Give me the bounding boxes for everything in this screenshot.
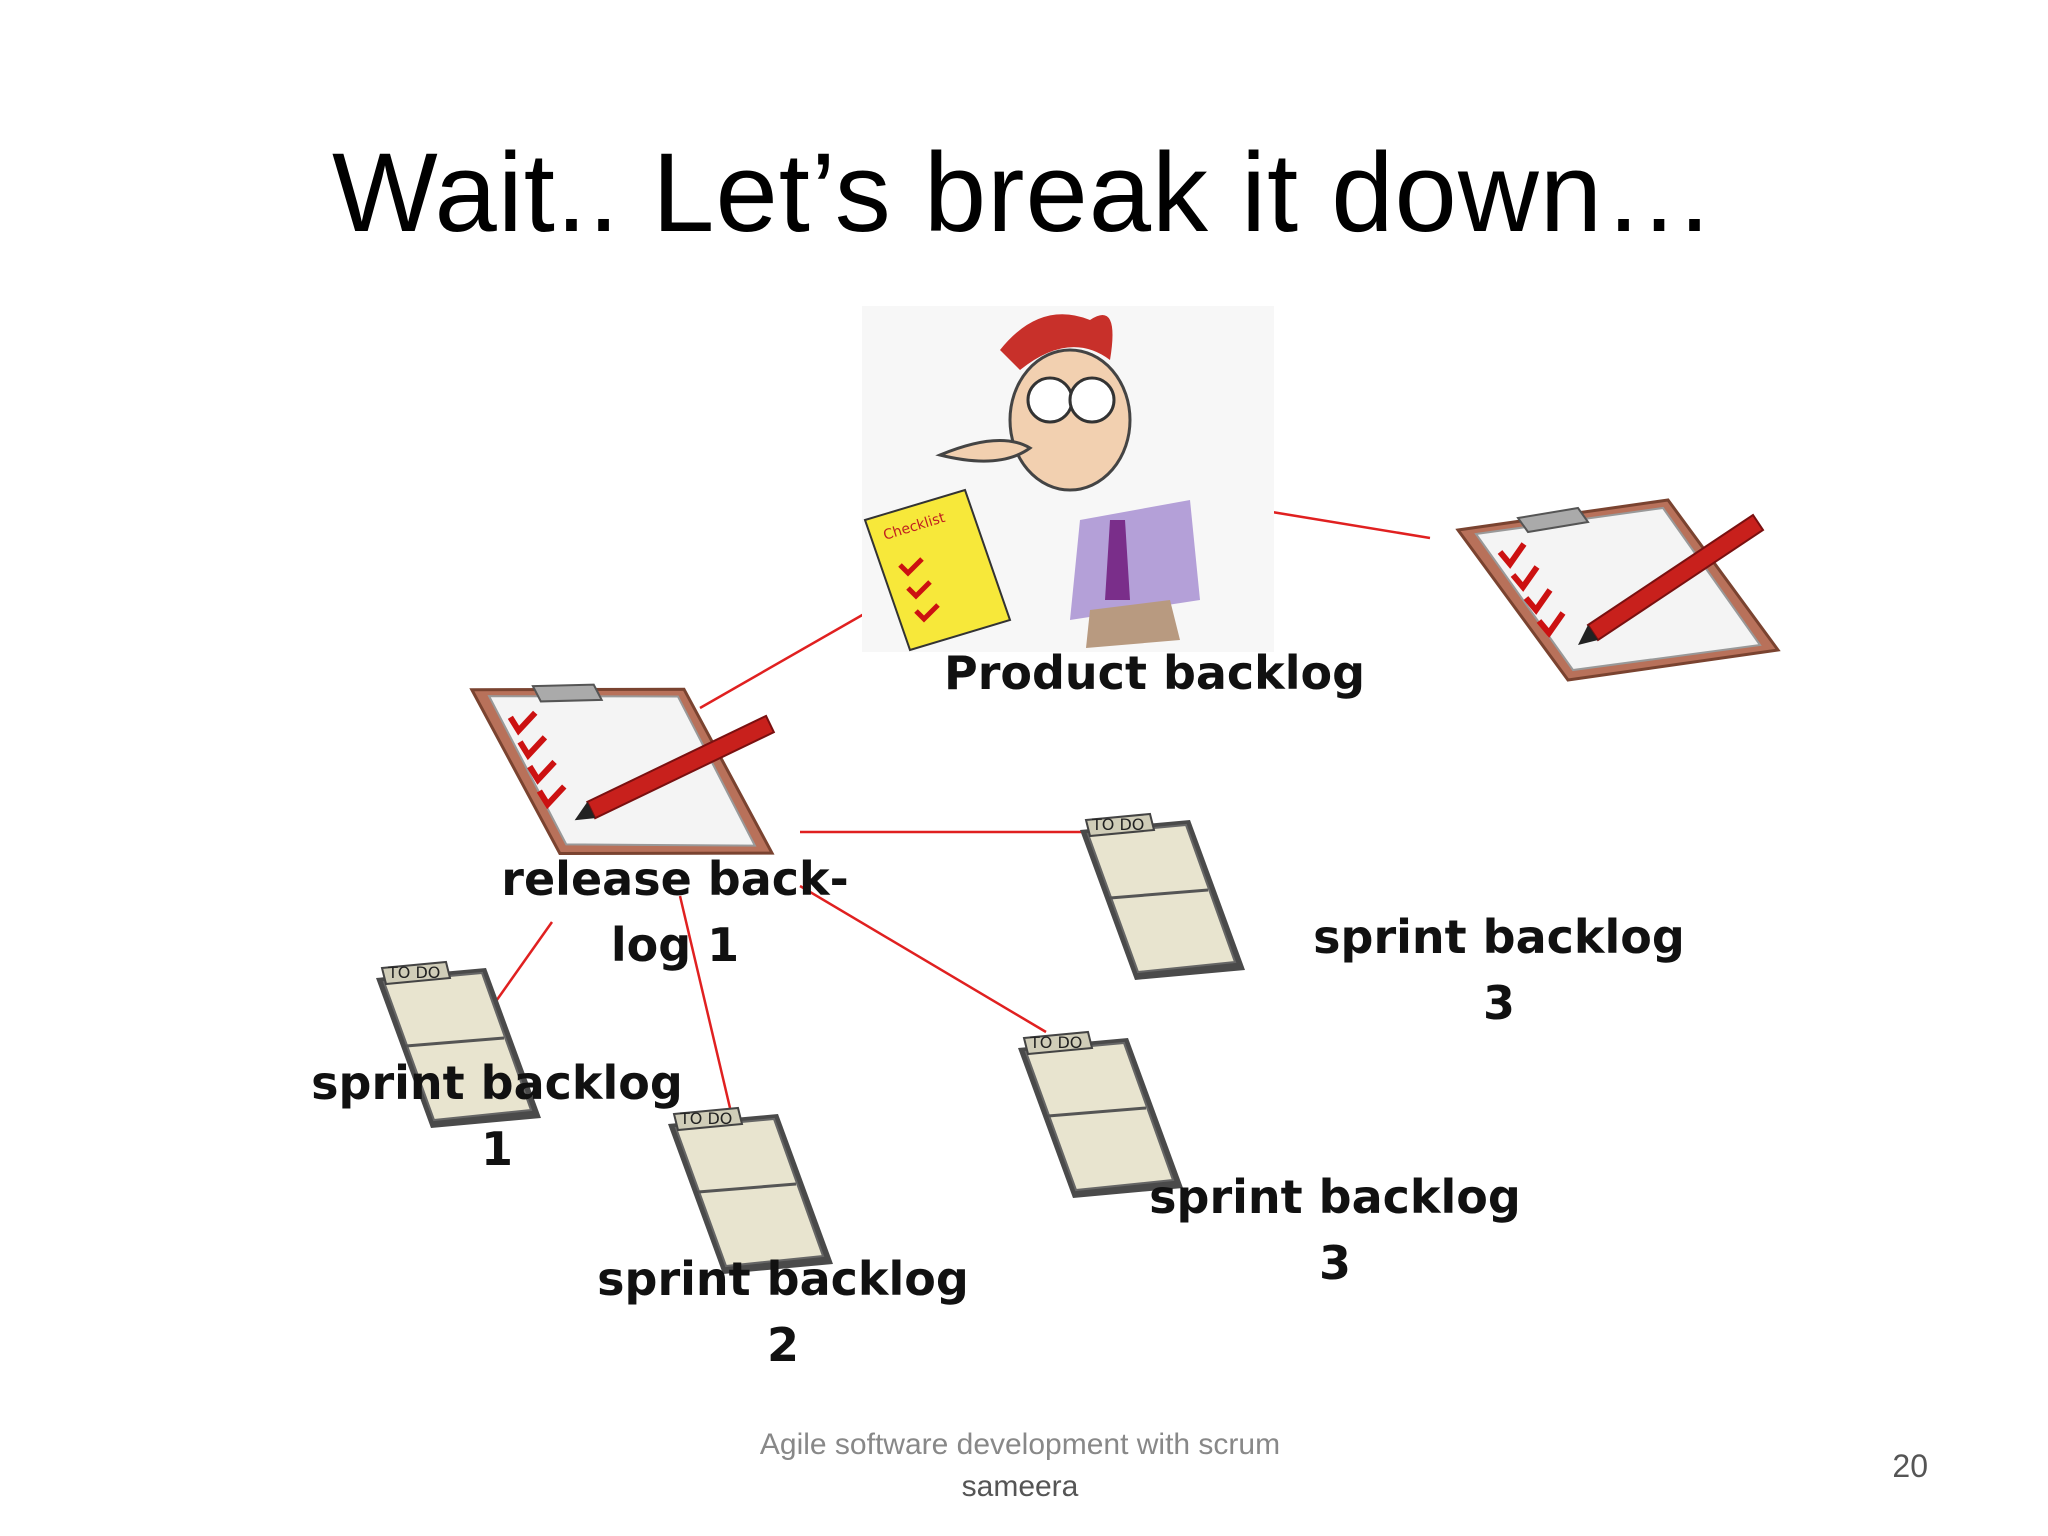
connector-release-to-sprint1	[492, 921, 554, 1005]
svg-text:TO DO: TO DO	[387, 963, 440, 982]
sprint-backlog-3a-card: TO DO	[1078, 812, 1247, 982]
sprint-backlog-3a-label: sprint backlog 3	[1313, 910, 1685, 1030]
footer-line2: sameera	[961, 1470, 1079, 1503]
face	[1008, 348, 1132, 492]
release-backlog-label: release back- log 1	[470, 846, 880, 978]
slide-title: Wait.. Let’s break it down…	[331, 130, 1716, 255]
sprint-backlog-3b-card: TO DO	[1016, 1030, 1185, 1200]
connector-product-to-release	[699, 604, 879, 710]
sprint-backlog-2-card: TO DO	[666, 1106, 835, 1276]
connector-release-to-sprint2	[678, 895, 732, 1109]
release-backlog-line2: log 1	[610, 918, 740, 972]
page-number: 20	[1892, 1448, 1928, 1484]
sprint-backlog-3b-label: sprint backlog 3	[1149, 1170, 1521, 1290]
connector-lines	[492, 510, 1431, 1109]
sprint-backlog-1-card: TO DO	[374, 960, 543, 1130]
connector-product-to-release-backlog-2	[1271, 510, 1431, 540]
product-backlog-clipboard	[1458, 500, 1778, 680]
release-backlog-line1: release back-	[501, 852, 849, 906]
sprint-backlog-1-label: sprint backlog 1	[311, 1056, 683, 1176]
svg-text:TO DO: TO DO	[1029, 1033, 1082, 1052]
product-backlog-label: Product backlog	[944, 646, 1366, 700]
product-owner-illustration: Checklist	[862, 306, 1274, 652]
footer-line1: Agile software development with scrum	[759, 1428, 1281, 1461]
svg-text:TO DO: TO DO	[679, 1109, 732, 1128]
connector-release-to-sprint3b	[799, 884, 1047, 1034]
sprint-backlog-2-label: sprint backlog 2	[597, 1252, 969, 1372]
svg-text:TO DO: TO DO	[1091, 815, 1144, 834]
